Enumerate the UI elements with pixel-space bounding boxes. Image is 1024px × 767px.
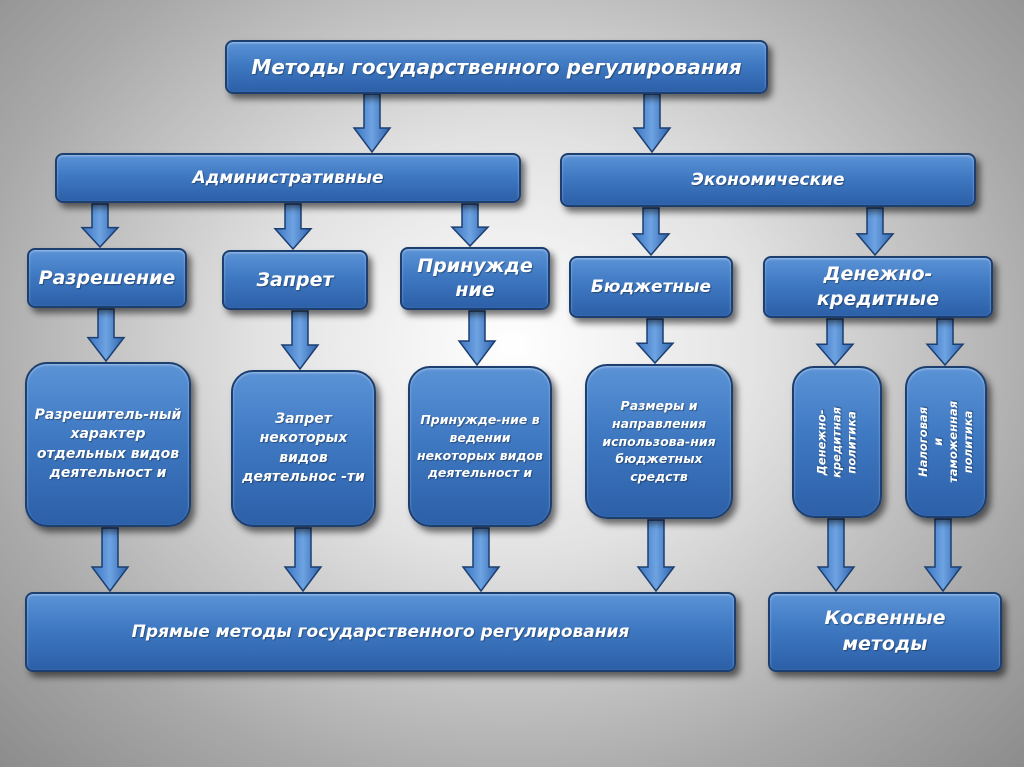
monetary-policy-box: Денежно-кредитная политика (792, 366, 882, 518)
arrow-admin-coercion (450, 203, 490, 248)
ban-box: Запрет (222, 250, 368, 310)
monetary-box: Денежно-кредитные (763, 256, 993, 318)
economic-box: Экономические (560, 153, 976, 207)
permission-box: Разрешение (27, 248, 187, 308)
arrow-monetary-right (925, 318, 965, 367)
indirect-methods-text: Косвенные методы (824, 607, 946, 655)
arrow-budget-detail (635, 318, 675, 365)
arrow-monetary-indirect (816, 518, 856, 593)
permission-detail-box: Разрешитель-ный характер отдельных видов… (25, 362, 191, 527)
tax-policy-box: Налоговая и таможенная политика (905, 366, 987, 518)
tax-policy-text: Налоговая и таможенная политика (916, 400, 975, 483)
direct-methods-text: Прямые методы государственного регулиров… (131, 622, 630, 642)
title-box: Методы государственного регулирования (225, 40, 768, 94)
arrow-title-econ (632, 93, 672, 154)
administrative-label: Административные (192, 168, 384, 188)
coercion-detail-text: Принужде-ние в ведении некоторых видов д… (417, 412, 543, 481)
indirect-methods-box: Косвенные методы (768, 592, 1002, 672)
coercion-box: Принужде ние (400, 247, 550, 310)
title-text: Методы государственного регулирования (251, 55, 742, 79)
arrow-admin-ban (273, 203, 313, 251)
arrow-permission-detail (86, 308, 126, 363)
arrow-econ-budget (631, 207, 671, 257)
budget-box: Бюджетные (569, 256, 733, 318)
budget-label: Бюджетные (590, 277, 712, 297)
arrow-budget-direct (636, 519, 676, 593)
coercion-detail-box: Принужде-ние в ведении некоторых видов д… (408, 366, 552, 527)
budget-detail-box: Размеры и направления использова-ния бюд… (585, 364, 733, 519)
arrow-title-admin (352, 93, 392, 154)
administrative-box: Административные (55, 153, 521, 203)
ban-label: Запрет (256, 269, 334, 291)
arrow-coercion-direct (461, 527, 501, 593)
economic-label: Экономические (691, 170, 845, 190)
monetary-label: Денежно-кредитные (816, 263, 940, 310)
arrow-econ-monetary (855, 207, 895, 257)
arrow-monetary-left (815, 318, 855, 367)
arrow-ban-detail (280, 310, 320, 371)
ban-detail-text: Запрет некоторых видов деятельнос -ти (242, 410, 365, 485)
arrow-admin-permission (80, 203, 120, 249)
permission-label: Разрешение (38, 267, 176, 289)
ban-detail-box: Запрет некоторых видов деятельнос -ти (231, 370, 376, 527)
arrow-tax-indirect (923, 518, 963, 593)
arrow-permission-direct (90, 527, 130, 593)
arrow-coercion-detail (457, 310, 497, 367)
budget-detail-text: Размеры и направления использова-ния бюд… (602, 398, 716, 485)
arrow-ban-direct (283, 527, 323, 593)
direct-methods-box: Прямые методы государственного регулиров… (25, 592, 736, 672)
coercion-label: Принужде ние (417, 254, 533, 301)
monetary-policy-text: Денежно-кредитная политика (814, 406, 859, 478)
permission-detail-text: Разрешитель-ный характер отдельных видов… (34, 406, 182, 481)
